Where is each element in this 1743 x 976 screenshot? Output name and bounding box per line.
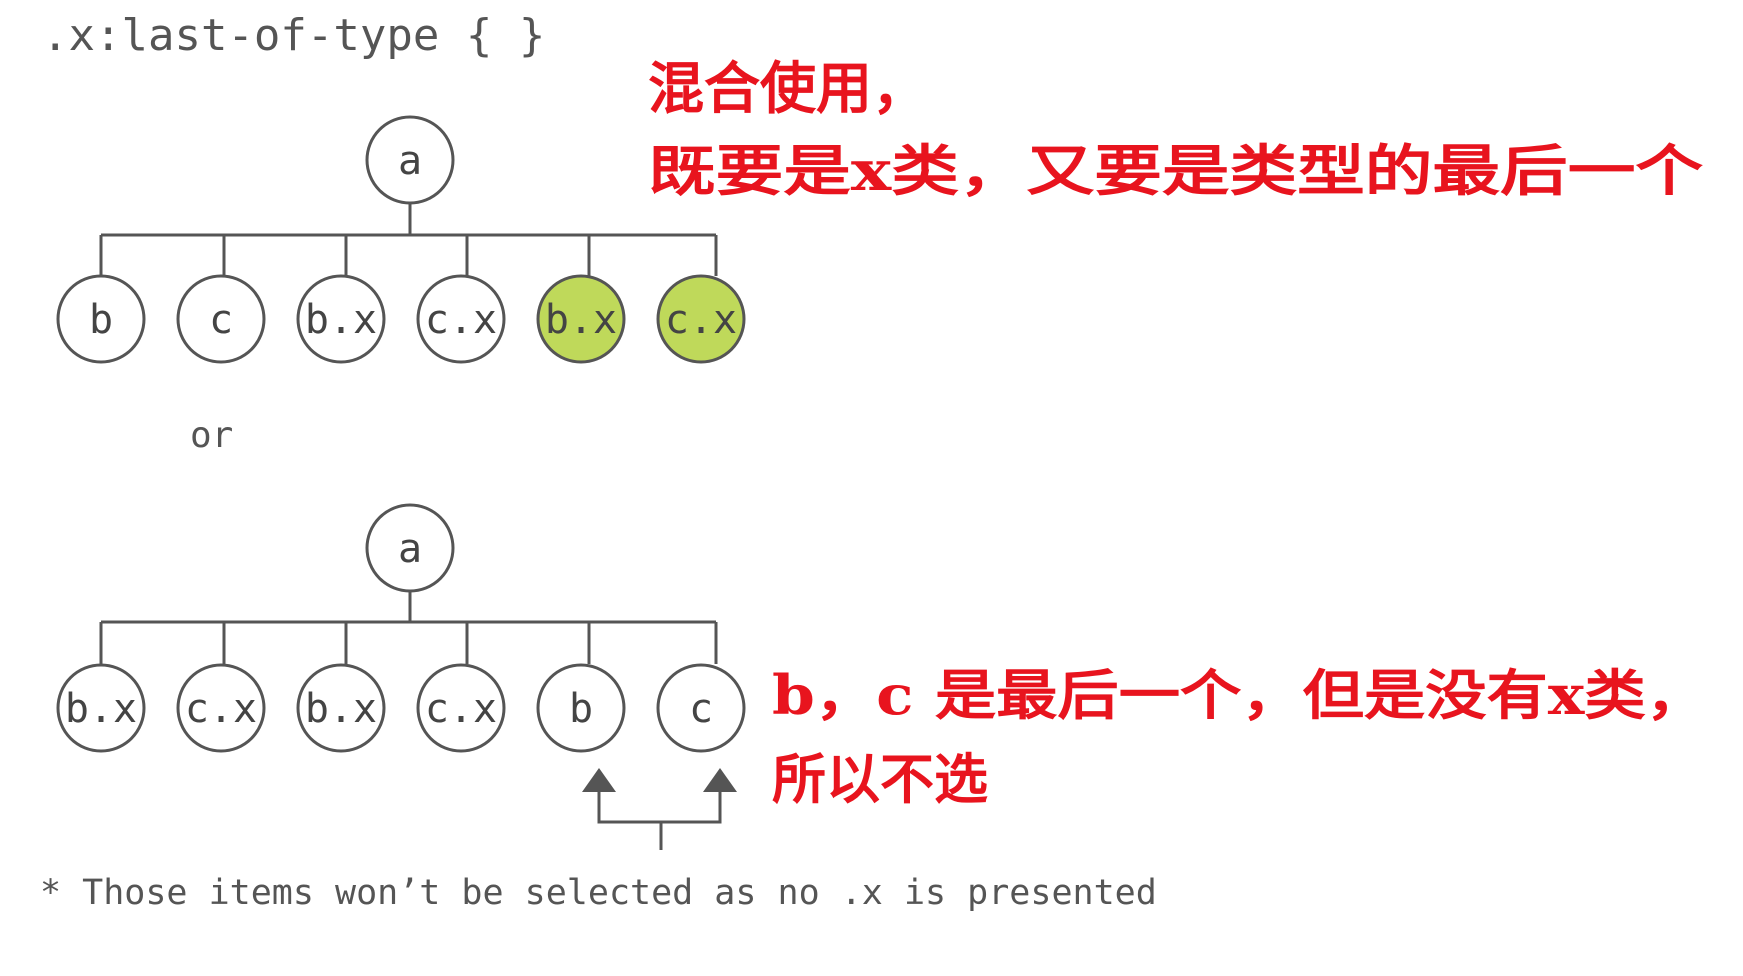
top-child-node-2: c <box>176 274 266 364</box>
annotation-top-line1: 混合使用， <box>648 56 928 122</box>
top-child-label-1: b <box>89 297 113 343</box>
bottom-child-node-6: c <box>656 663 746 753</box>
annotation-bottom-line2: 所以不选 <box>772 747 988 811</box>
annotation-bottom-line1: b，c 是最后一个，但是没有x类， <box>772 663 1707 727</box>
page-title: .x:last-of-type { } <box>42 10 545 61</box>
top-child-label-4: c.x <box>425 297 497 343</box>
bottom-tree-children: b.x c.x b.x c.x b c <box>56 663 746 753</box>
top-root-node: a <box>365 115 455 205</box>
bottom-child-label-4: c.x <box>425 686 497 732</box>
bottom-child-label-6: c <box>689 686 713 732</box>
pointer-arrows <box>582 768 737 850</box>
top-child-label-2: c <box>209 297 233 343</box>
bottom-root-label: a <box>398 526 422 572</box>
footnote: * Those items won’t be selected as no .x… <box>40 873 1157 913</box>
pointer-bracket <box>597 792 722 824</box>
top-child-label-5: b.x <box>545 297 617 343</box>
bottom-child-label-1: b.x <box>65 686 137 732</box>
top-child-label-3: b.x <box>305 297 377 343</box>
bottom-child-node-5: b <box>536 663 626 753</box>
top-tree-connectors <box>99 202 718 276</box>
top-child-node-3: b.x <box>296 274 386 364</box>
bottom-child-node-3: b.x <box>296 663 386 753</box>
arrow-up-icon <box>703 768 737 792</box>
top-child-node-1: b <box>56 274 146 364</box>
top-root-label: a <box>398 138 422 184</box>
annotation-top-line2: 既要是x类，又要是类型的最后一个 <box>648 138 1703 203</box>
separator-label: or <box>190 415 233 456</box>
bottom-child-node-1: b.x <box>56 663 146 753</box>
top-tree-children: b c b.x c.x b.x c.x <box>56 274 746 364</box>
top-child-node-6: c.x <box>656 274 746 364</box>
bottom-child-node-4: c.x <box>416 663 506 753</box>
bottom-root-node: a <box>365 503 455 593</box>
top-child-node-4: c.x <box>416 274 506 364</box>
bottom-child-node-2: c.x <box>176 663 266 753</box>
bottom-child-label-3: b.x <box>305 686 377 732</box>
bottom-child-label-2: c.x <box>185 686 257 732</box>
top-child-node-5: b.x <box>536 274 626 364</box>
arrow-up-icon <box>582 768 616 792</box>
top-child-label-6: c.x <box>665 297 737 343</box>
bottom-child-label-5: b <box>569 686 593 732</box>
bottom-tree-connectors <box>99 590 718 664</box>
